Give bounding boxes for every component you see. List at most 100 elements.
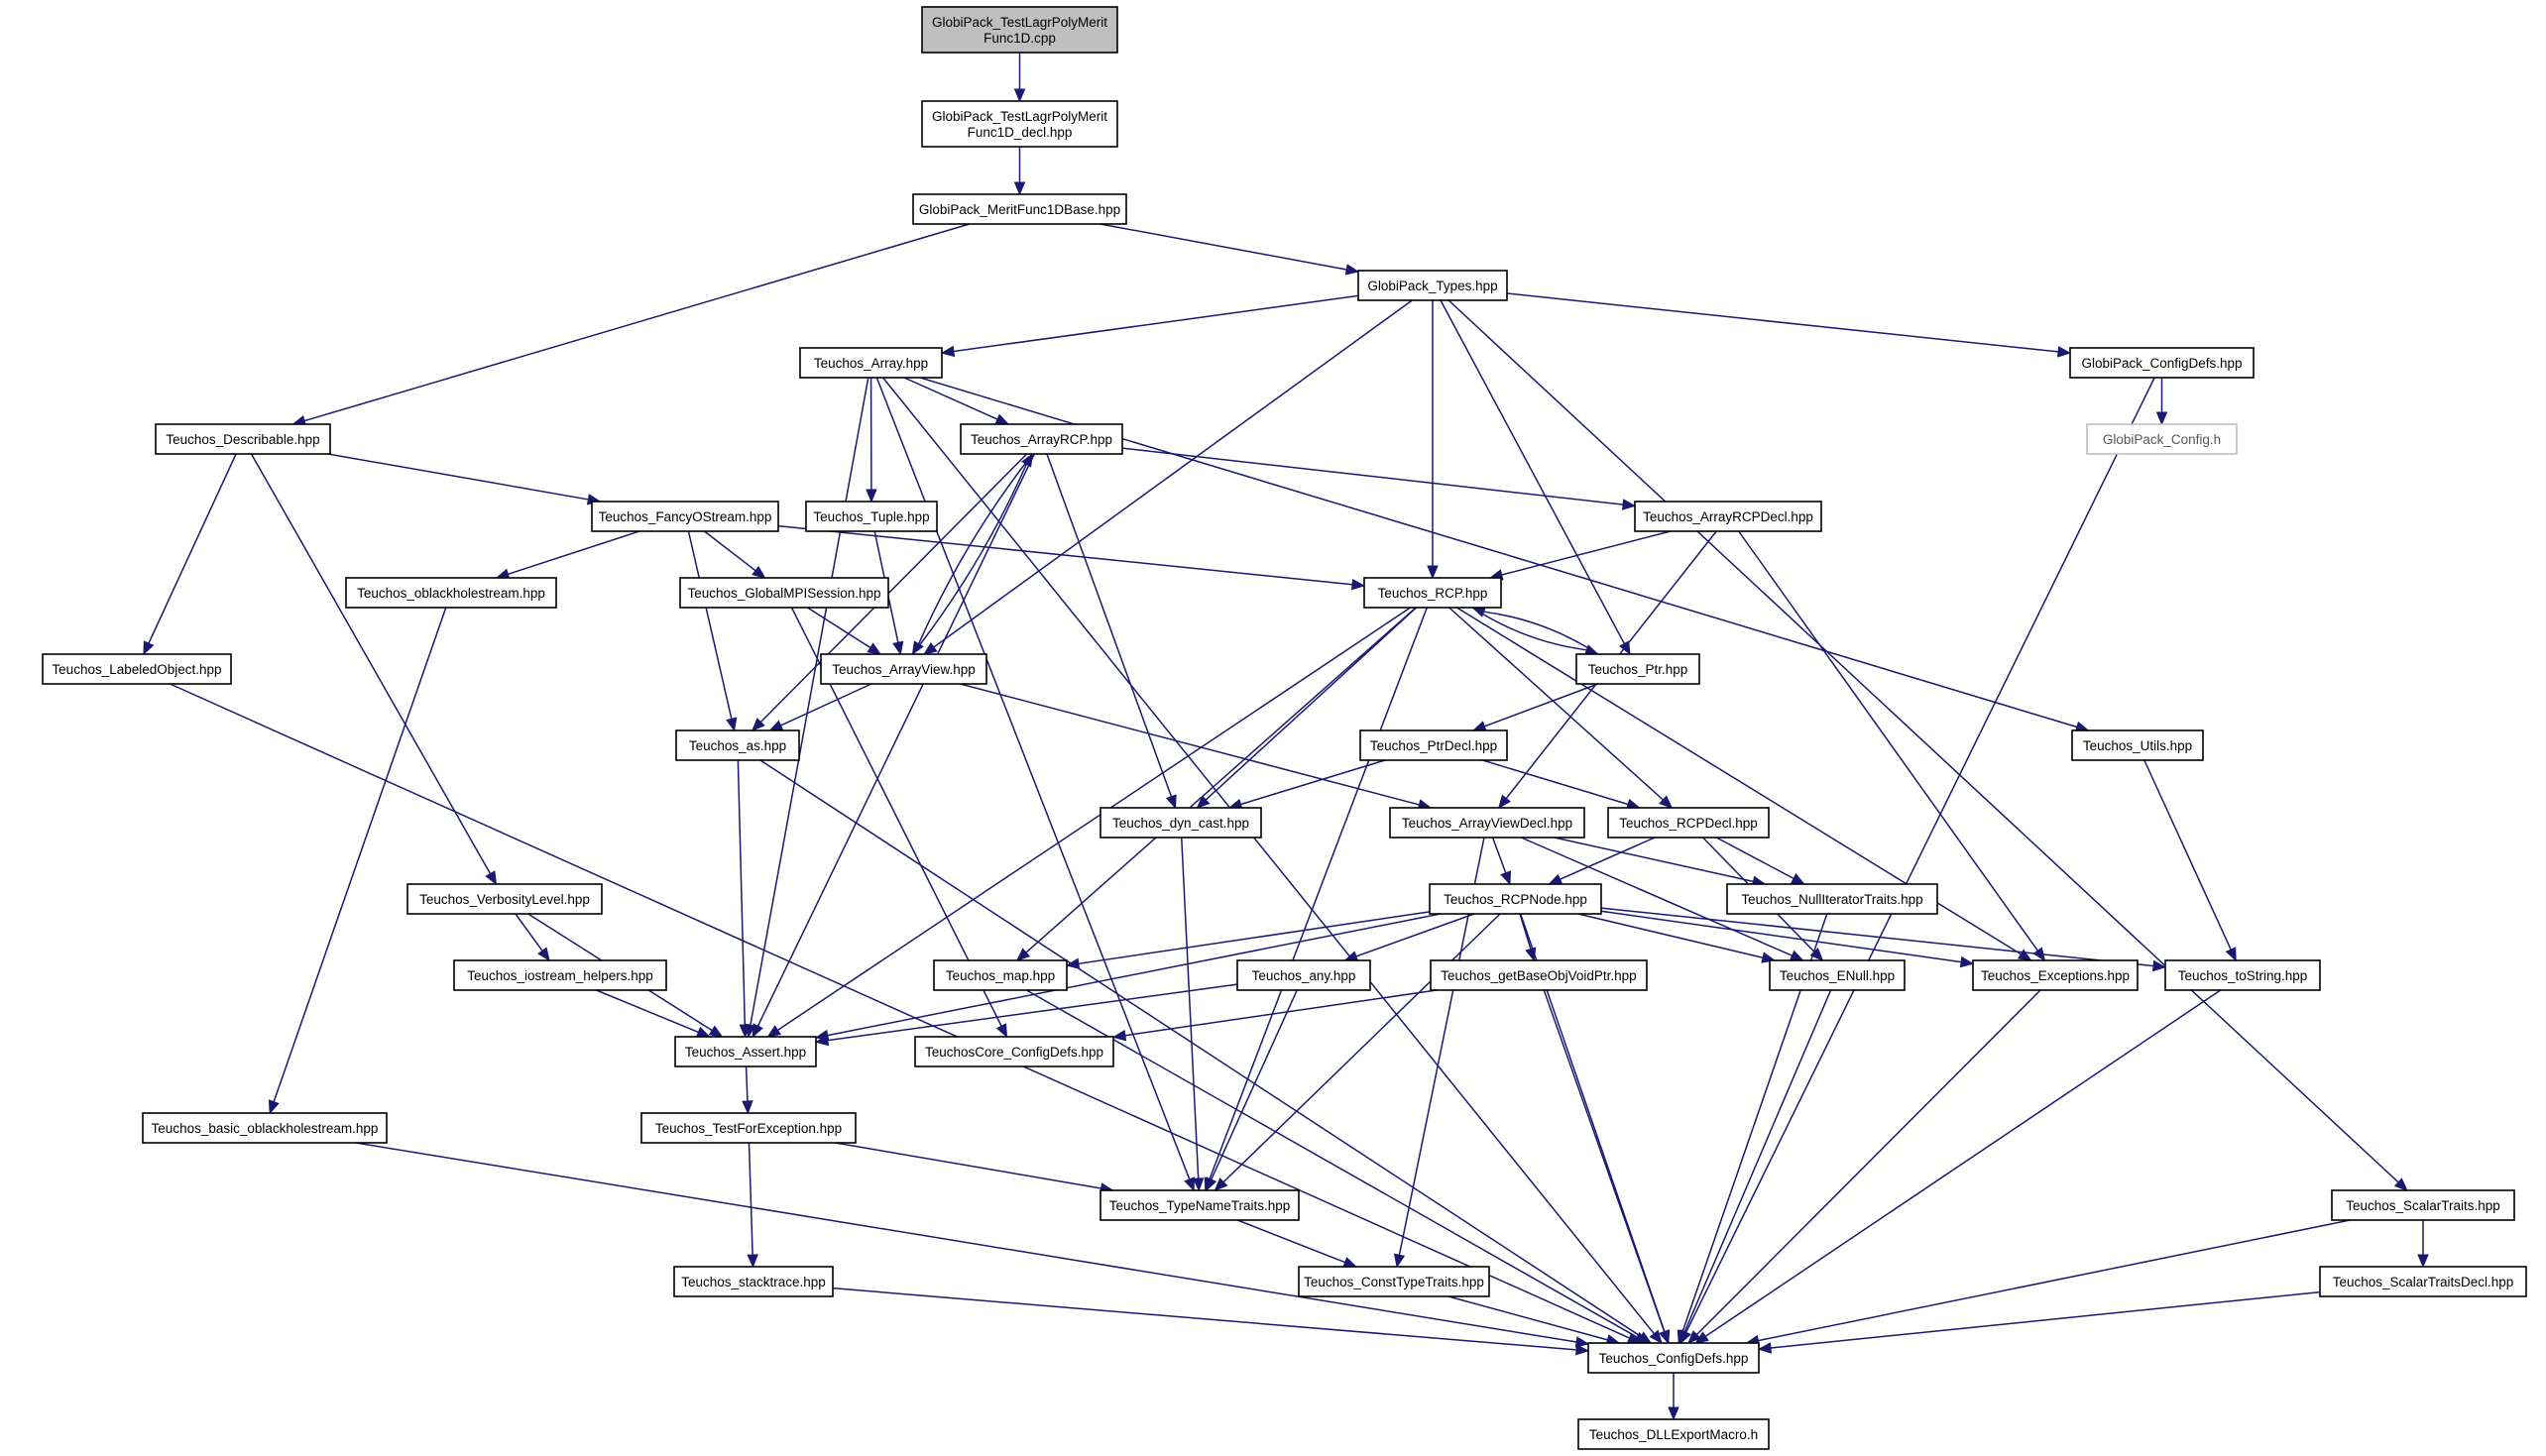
node-globalmpi[interactable]: Teuchos_GlobalMPISession.hpp	[679, 577, 889, 609]
node-box	[640, 1112, 857, 1144]
node-map[interactable]: Teuchos_map.hpp	[933, 959, 1068, 991]
node-coreconfig[interactable]: TeuchosCore_ConfigDefs.hpp	[914, 1036, 1114, 1067]
node-decl[interactable]: GlobiPack_TestLagrPolyMeritFunc1D_decl.h…	[921, 100, 1118, 148]
node-label: Teuchos_ScalarTraits.hpp	[2346, 1198, 2500, 1213]
node-basicoblack[interactable]: Teuchos_basic_oblackholestream.hpp	[142, 1112, 388, 1144]
node-getbase[interactable]: Teuchos_getBaseObjVoidPtr.hpp	[1430, 959, 1648, 991]
node-box	[1359, 729, 1508, 761]
node-oblack[interactable]: Teuchos_oblackholestream.hpp	[345, 577, 557, 609]
edge-scalartraitsdecl-to-configdefs	[1757, 1290, 2321, 1354]
node-box	[142, 1112, 388, 1144]
edge-fancy-to-globalmpi	[704, 530, 766, 579]
node-nulliter[interactable]: Teuchos_NullIteratorTraits.hpp	[1726, 883, 1938, 915]
node-labeled[interactable]: Teuchos_LabeledObject.hpp	[42, 653, 232, 685]
node-verbosity[interactable]: Teuchos_VerbosityLevel.hpp	[406, 883, 603, 915]
node-box	[1726, 883, 1938, 915]
edge-typename-to-consttype	[1236, 1219, 1358, 1268]
node-exceptions[interactable]: Teuchos_Exceptions.hpp	[1972, 959, 2139, 991]
node-scalartraits[interactable]: Teuchos_ScalarTraits.hpp	[2331, 1189, 2515, 1221]
node-dllexport[interactable]: Teuchos_DLLExportMacro.h	[1577, 1418, 1770, 1450]
edge-arrayrcp-to-assert	[752, 453, 1035, 1039]
edge-basicoblack-to-configdefs	[355, 1142, 1590, 1348]
node-label: Teuchos_RCPDecl.hpp	[1619, 816, 1758, 831]
node-arrayrcp[interactable]: Teuchos_ArrayRCP.hpp	[960, 423, 1123, 455]
edge-iohelpers-to-assert	[596, 989, 711, 1038]
node-label: Teuchos_ArrayViewDecl.hpp	[1402, 816, 1572, 831]
node-label: Teuchos_as.hpp	[689, 738, 786, 753]
node-scalartraitsdecl[interactable]: Teuchos_ScalarTraitsDecl.hpp	[2319, 1266, 2527, 1297]
edge-describable-to-verbosity	[250, 453, 498, 886]
node-iohelpers[interactable]: Teuchos_iostream_helpers.hpp	[453, 959, 667, 991]
node-box	[2071, 729, 2204, 761]
node-meritbase[interactable]: GlobiPack_MeritFunc1DBase.hpp	[912, 193, 1127, 225]
edge-assert-to-testforexc	[742, 1065, 753, 1115]
node-box	[453, 959, 667, 991]
node-box	[1363, 577, 1502, 609]
node-rcp[interactable]: Teuchos_RCP.hpp	[1363, 577, 1502, 609]
node-box	[2331, 1189, 2515, 1221]
node-label: Teuchos_GlobalMPISession.hpp	[687, 586, 880, 601]
node-array[interactable]: Teuchos_Array.hpp	[799, 347, 943, 379]
edge-configdefs_gp-to-gpconfig	[2155, 378, 2168, 426]
node-fancy[interactable]: Teuchos_FancyOStream.hpp	[591, 501, 779, 532]
node-ptr[interactable]: Teuchos_Ptr.hpp	[1575, 653, 1700, 685]
node-enull[interactable]: Teuchos_ENull.hpp	[1769, 959, 1906, 991]
node-label: Teuchos_ENull.hpp	[1780, 968, 1895, 983]
node-label: Teuchos_LabeledObject.hpp	[52, 662, 221, 677]
node-as[interactable]: Teuchos_as.hpp	[675, 729, 800, 761]
edge-globalmpi-to-arrayview	[807, 607, 882, 655]
edge-testforexc-to-stacktrace	[747, 1142, 758, 1269]
node-gpconfig[interactable]: GlobiPack_Config.h	[2086, 423, 2238, 455]
edge-arrayrcp-to-arrayrcpdecl	[1121, 447, 1637, 510]
edge-rcp-to-dyncast	[1196, 607, 1418, 809]
node-box	[673, 1266, 834, 1297]
node-configdefs[interactable]: Teuchos_ConfigDefs.hpp	[1587, 1342, 1760, 1374]
edge-enull-to-configdefs	[1678, 989, 1832, 1345]
node-box	[2319, 1266, 2527, 1297]
node-dyncast[interactable]: Teuchos_dyn_cast.hpp	[1099, 807, 1262, 839]
node-label: Teuchos_VerbosityLevel.hpp	[419, 892, 590, 907]
node-tuple[interactable]: Teuchos_Tuple.hpp	[805, 501, 938, 532]
edge-fancy-to-as	[687, 530, 738, 732]
node-box	[805, 501, 938, 532]
node-describable[interactable]: Teuchos_Describable.hpp	[155, 423, 331, 455]
node-any[interactable]: Teuchos_any.hpp	[1236, 959, 1371, 991]
node-box	[675, 729, 800, 761]
node-box	[2086, 423, 2238, 455]
node-label: Teuchos_Describable.hpp	[166, 432, 319, 447]
edge-rcp-to-ptr	[1471, 607, 1599, 656]
node-arrayview[interactable]: Teuchos_ArrayView.hpp	[820, 653, 987, 685]
edge-describable-to-labeled	[143, 453, 237, 656]
edge-consttype-to-configdefs	[1447, 1295, 1621, 1346]
node-box	[921, 6, 1118, 54]
node-assert[interactable]: Teuchos_Assert.hpp	[674, 1036, 817, 1067]
edge-fancy-to-oblack	[495, 530, 640, 580]
node-utils[interactable]: Teuchos_Utils.hpp	[2071, 729, 2204, 761]
node-rcpdecl[interactable]: Teuchos_RCPDecl.hpp	[1607, 807, 1770, 839]
node-ptrdecl[interactable]: Teuchos_PtrDecl.hpp	[1359, 729, 1508, 761]
edge-describable-to-fancy	[327, 453, 602, 505]
edge-exceptions-to-configdefs	[1687, 989, 2041, 1344]
node-types[interactable]: GlobiPack_Types.hpp	[1357, 270, 1508, 301]
node-arrayviewdecl[interactable]: Teuchos_ArrayViewDecl.hpp	[1389, 807, 1585, 839]
node-testforexc[interactable]: Teuchos_TestForException.hpp	[640, 1112, 857, 1144]
edge-meritbase-to-types	[1099, 223, 1360, 276]
node-box	[591, 501, 779, 532]
node-box	[820, 653, 987, 685]
node-rcpnode[interactable]: Teuchos_RCPNode.hpp	[1429, 883, 1602, 915]
edge-ptrdecl-to-dyncast	[1227, 759, 1386, 810]
node-label: Teuchos_Utils.hpp	[2083, 738, 2192, 753]
node-tostring[interactable]: Teuchos_toString.hpp	[2164, 959, 2321, 991]
edge-types-to-array	[940, 294, 1359, 358]
node-label: GlobiPack_TestLagrPolyMerit	[932, 109, 1107, 124]
edge-rcpdecl-to-rcpnode	[1548, 837, 1656, 885]
edge-labeled-to-configdefs	[170, 683, 1642, 1344]
node-stacktrace[interactable]: Teuchos_stacktrace.hpp	[673, 1266, 834, 1297]
node-typename[interactable]: Teuchos_TypeNameTraits.hpp	[1099, 1189, 1300, 1221]
node-arrayrcpdecl[interactable]: Teuchos_ArrayRCPDecl.hpp	[1634, 501, 1822, 532]
node-consttype[interactable]: Teuchos_ConstTypeTraits.hpp	[1298, 1266, 1490, 1297]
node-configdefs-gp[interactable]: GlobiPack_ConfigDefs.hpp	[2069, 347, 2255, 379]
edge-tostring-to-configdefs	[1694, 989, 2222, 1344]
